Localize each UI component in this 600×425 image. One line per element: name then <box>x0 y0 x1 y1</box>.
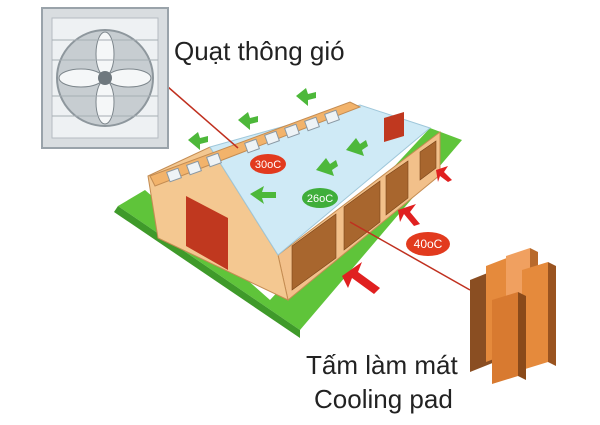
back-door <box>384 112 404 142</box>
fan-unit <box>324 109 340 125</box>
cool-air-arrows <box>188 88 368 204</box>
side-pads <box>291 140 437 291</box>
cool-arrow <box>250 186 276 204</box>
exhaust-fan-illustration <box>41 7 169 149</box>
side-pad <box>385 160 409 216</box>
fan-blades <box>58 31 152 125</box>
hot-arrow <box>436 166 452 182</box>
fan-row <box>166 109 340 183</box>
pad-label-vietnamese: Tấm làm mát <box>306 350 458 380</box>
hot-air-arrows <box>342 166 452 294</box>
side-pad <box>291 213 337 291</box>
fan-unit <box>186 160 202 176</box>
fan-unit <box>206 152 222 168</box>
pad-label-english: Cooling pad <box>314 384 453 414</box>
fan-unit <box>264 130 280 146</box>
badge-roof-temp: 30oC <box>250 154 286 174</box>
fan-leader-line <box>159 79 239 149</box>
inside-temp-text: 26oC <box>307 193 333 205</box>
fan-unit <box>244 138 260 154</box>
pad-leader-line <box>349 221 471 291</box>
cool-arrow <box>316 158 338 176</box>
cool-arrow <box>238 112 258 130</box>
cooling-pad-illustration <box>470 248 556 384</box>
side-pad <box>343 180 381 251</box>
cool-arrow <box>346 138 368 156</box>
hot-arrow <box>342 262 380 294</box>
front-door <box>186 196 228 270</box>
fan-unit <box>304 116 320 132</box>
side-pad <box>419 140 437 181</box>
outside-temp-text: 40oC <box>414 237 443 251</box>
cool-arrow <box>188 132 208 150</box>
fan-unit <box>166 167 182 183</box>
badge-inside-temp: 26oC <box>302 188 338 208</box>
fan-unit <box>284 123 300 139</box>
fan-grille <box>52 39 158 117</box>
hot-arrow <box>398 204 420 226</box>
cool-arrow <box>296 88 316 106</box>
badge-outside-temp: 40oC <box>406 232 450 256</box>
roof-temp-text: 30oC <box>255 159 281 171</box>
fan-label: Quạt thông gió <box>174 36 345 66</box>
